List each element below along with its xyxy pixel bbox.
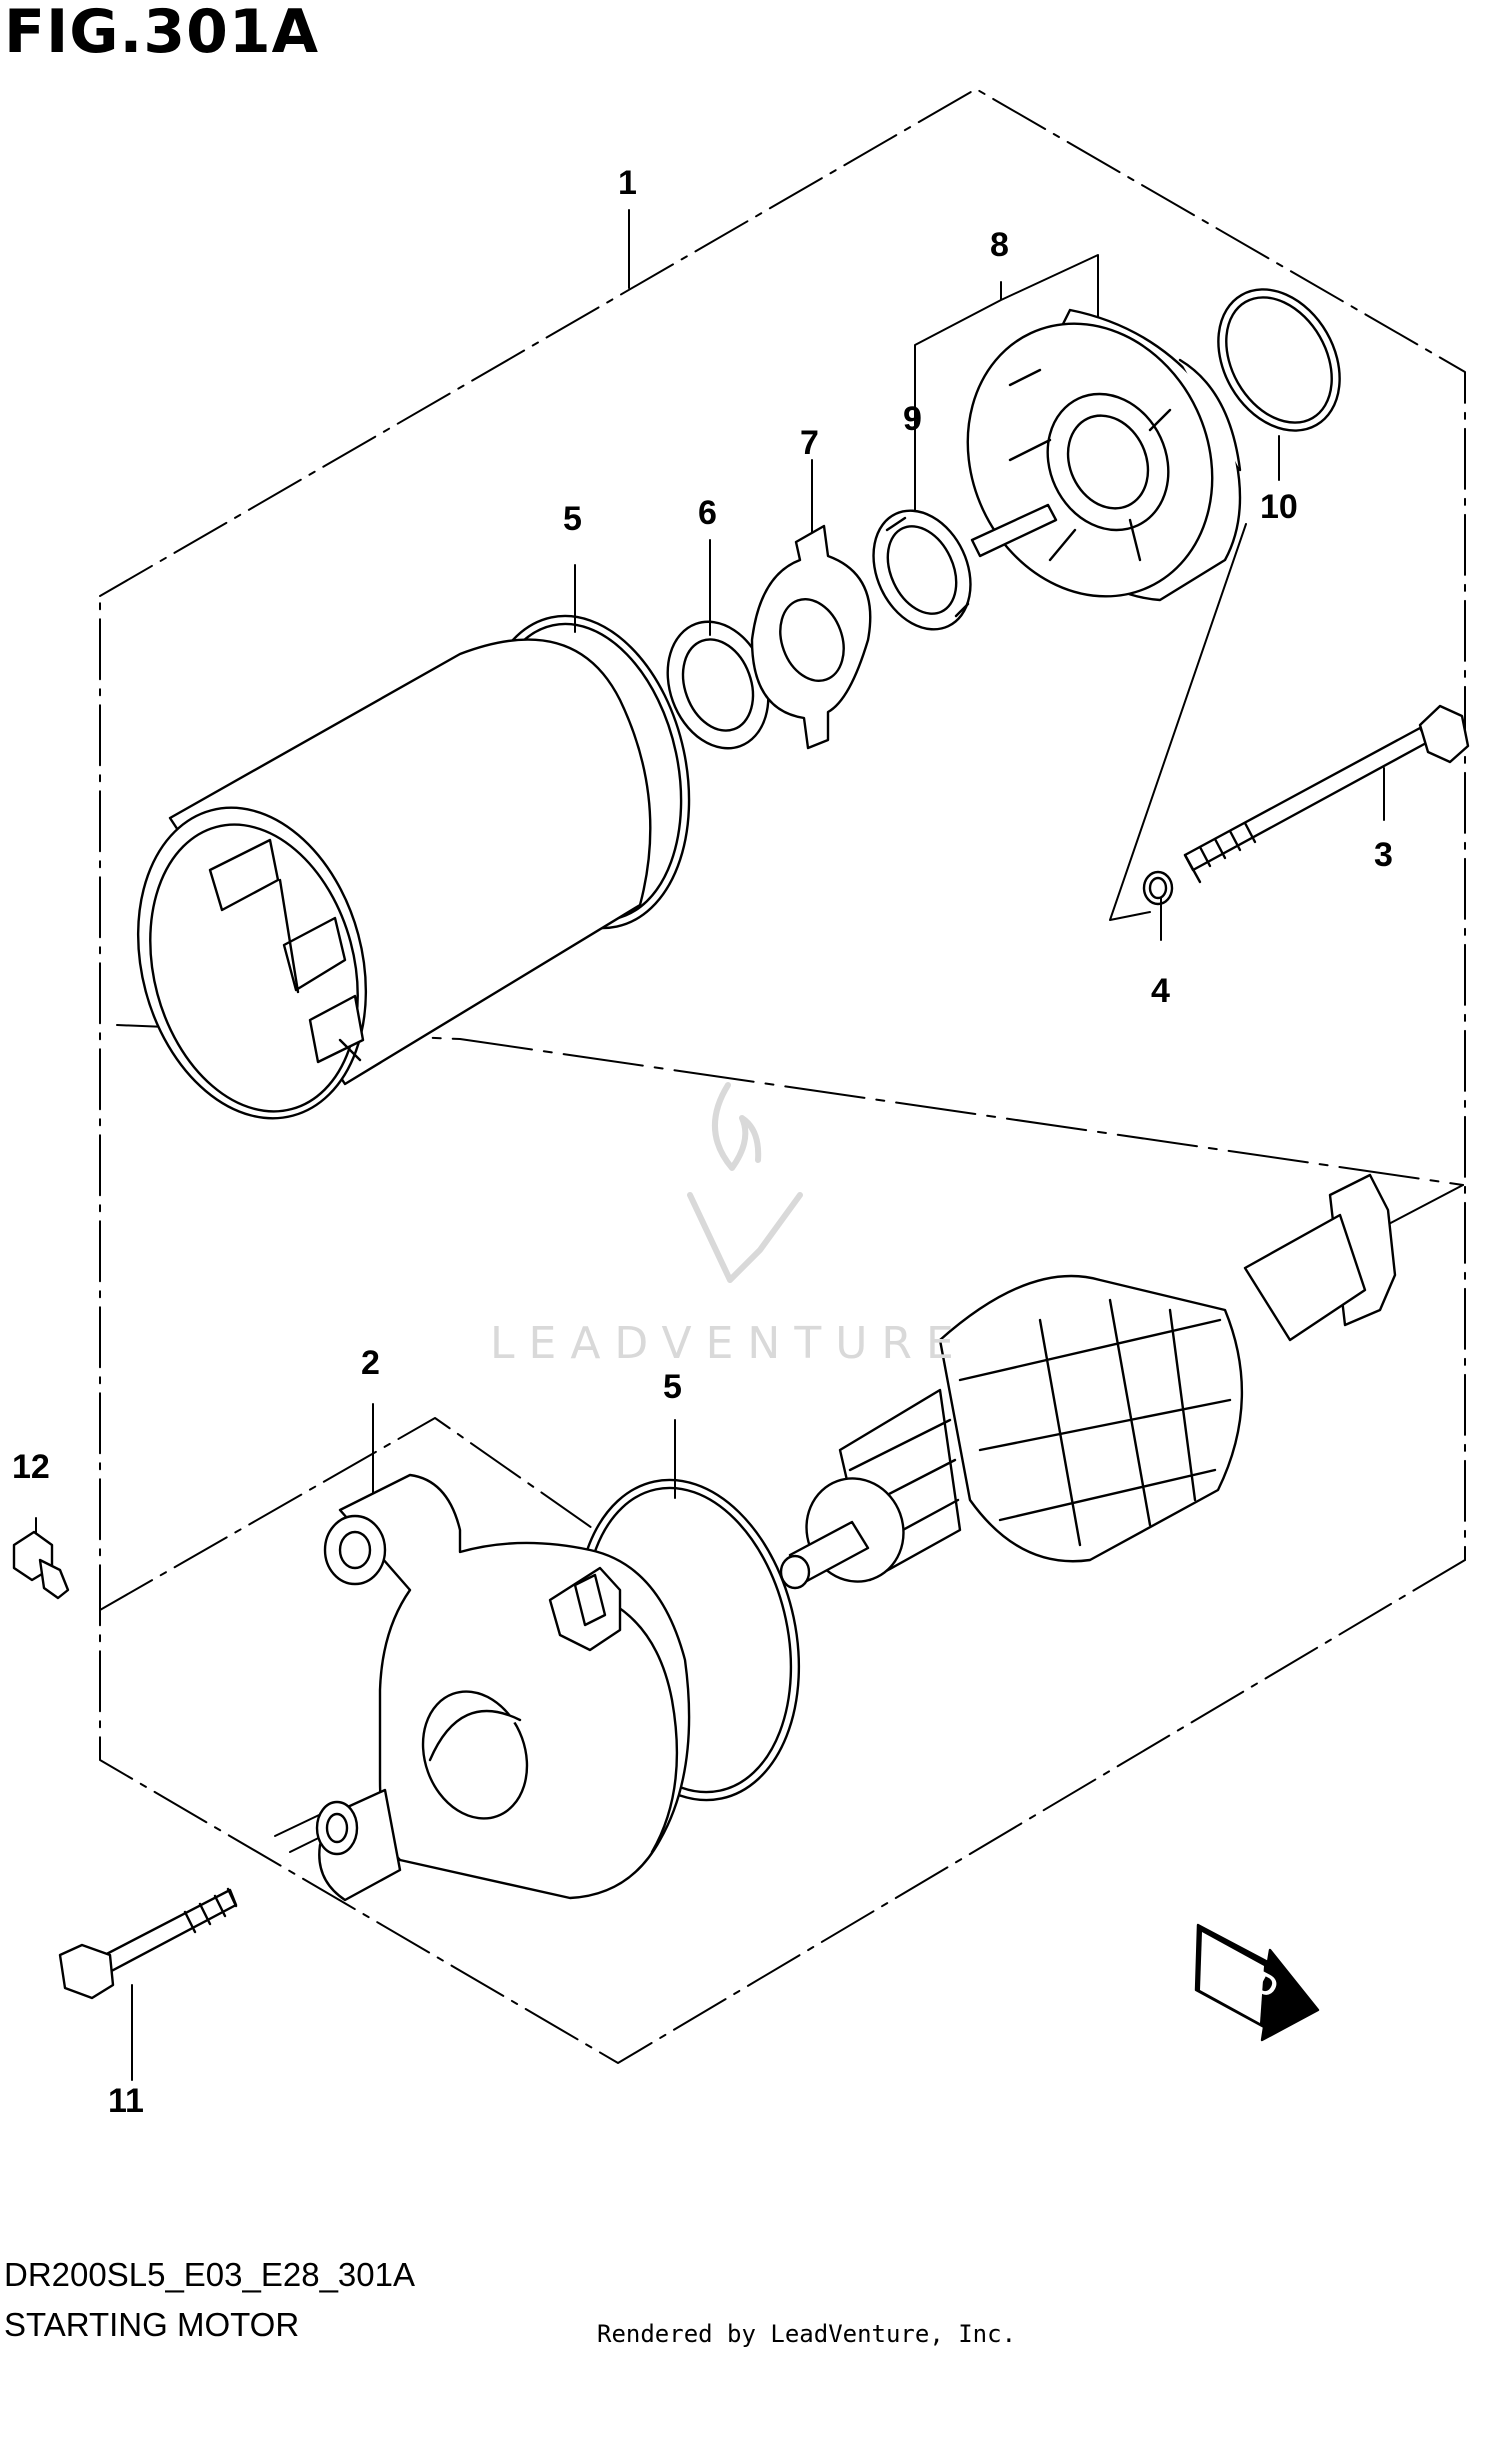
bolt-11: [58, 1887, 238, 2000]
through-bolt-3: [1183, 704, 1470, 884]
callout-4: 4: [1151, 972, 1170, 1010]
watermark-text: LEADVENTURE: [490, 1318, 968, 1369]
callout-8: 8: [990, 226, 1009, 264]
o-ring-10: [1217, 288, 1341, 432]
callout-1: 1: [618, 164, 637, 202]
callout-2: 2: [361, 1344, 380, 1382]
figure-title: FIG.301A: [4, 0, 320, 67]
callout-9: 9: [903, 400, 922, 438]
callout-10: 10: [1260, 488, 1298, 526]
yoke-housing: [136, 638, 652, 1120]
render-credit: Rendered by LeadVenture, Inc.: [597, 2320, 1017, 2348]
callout-6: 6: [698, 494, 717, 532]
callout-7: 7: [800, 424, 819, 462]
callout-5-lower: 5: [663, 1368, 682, 1406]
callout-3: 3: [1374, 836, 1393, 874]
watermark-logo-icon: [687, 1082, 803, 1283]
callout-5-upper: 5: [563, 500, 582, 538]
callout-12: 12: [12, 1448, 50, 1486]
o-ring-4: [1142, 870, 1174, 906]
callout-11: 11: [108, 2082, 144, 2120]
screw-12: [12, 1530, 70, 1600]
fwd-arrow-icon: [1194, 1923, 1320, 2042]
figure-name: STARTING MOTOR: [4, 2306, 300, 2343]
front-cover-8: [966, 308, 1242, 602]
oil-seal-9: [872, 509, 972, 631]
figure-code: DR200SL5_E03_E28_301A: [4, 2256, 416, 2293]
rear-housing-2: [315, 1473, 691, 1902]
armature: [779, 1173, 1397, 1590]
callout-leaders: [35, 209, 1385, 2081]
lock-plate-7: [750, 524, 872, 750]
